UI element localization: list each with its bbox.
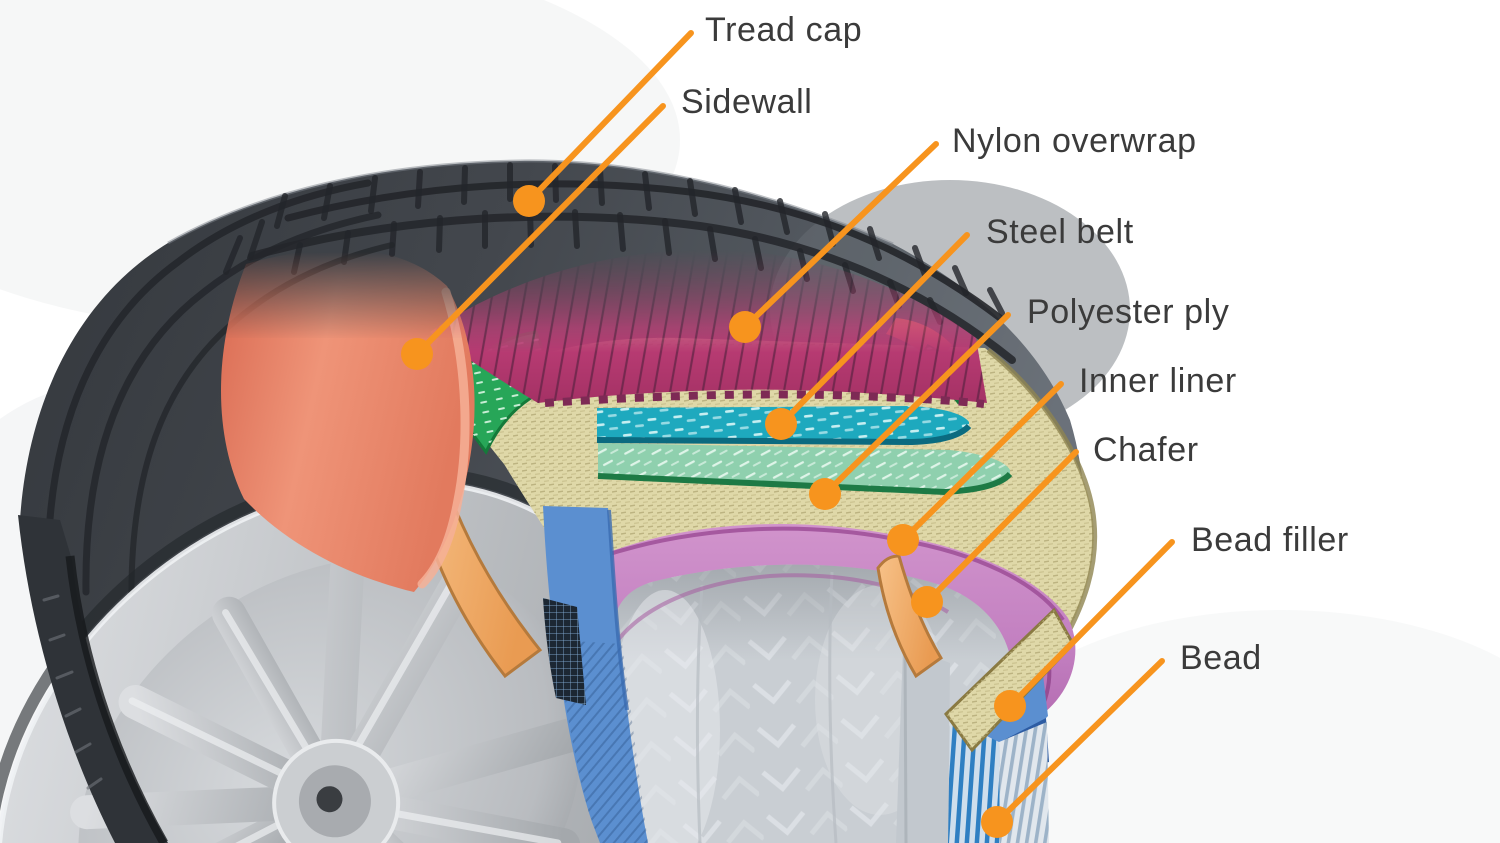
label-polyester-ply: Polyester ply [1027,293,1230,331]
near-sidewall-band [18,515,168,843]
bead-filler-left [543,506,648,843]
label-bead: Bead [1180,639,1262,677]
callout-tread-cap [513,30,694,217]
tread-texture [44,162,1016,627]
callout-dot-tread-cap [513,185,545,217]
label-tread-cap: Tread cap [705,11,863,49]
second-belt-layer [597,443,1013,496]
callout-polyester-ply [809,312,1011,510]
callout-dot-polyester-ply [809,478,841,510]
callout-steel-belt [765,232,970,440]
label-inner-liner: Inner liner [1079,362,1237,400]
callout-dot-inner-liner [887,524,919,556]
bead-area-right [896,607,1075,843]
label-bead-filler: Bead filler [1191,521,1349,559]
label-sidewall: Sidewall [681,83,813,121]
callouts [401,30,1175,838]
callout-dot-nylon-overwrap [729,311,761,343]
callout-sidewall [401,103,666,370]
label-nylon-overwrap: Nylon overwrap [952,122,1197,160]
callout-dot-sidewall [401,338,433,370]
callout-bead [981,658,1165,838]
callout-dot-steel-belt [765,408,797,440]
sidewall-layer [221,249,475,592]
callout-chafer [911,449,1079,618]
label-steel-belt: Steel belt [986,213,1134,251]
callout-inner-liner [887,381,1064,556]
nylon-overwrap-layer [430,249,987,408]
label-chafer: Chafer [1093,431,1199,469]
callout-nylon-overwrap [729,141,939,343]
callout-dot-chafer [911,586,943,618]
callout-dot-bead-filler [994,690,1026,722]
callout-dot-bead [981,806,1013,838]
callout-bead-filler [994,539,1175,722]
